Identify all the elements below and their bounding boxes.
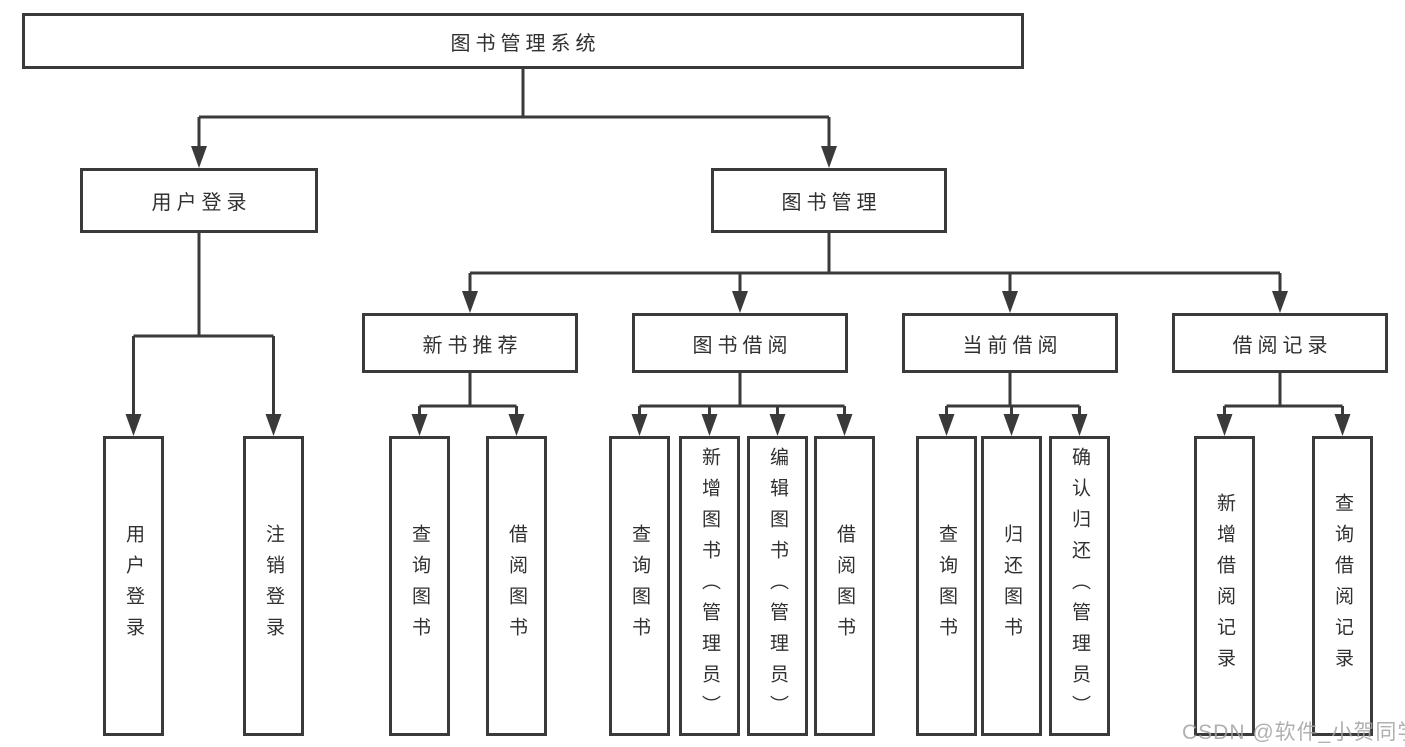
leaf-logout-login-label: 注销登录 <box>263 524 284 648</box>
node-root-label: 图书管理系统 <box>450 32 601 55</box>
leaf-records-query-record-label: 查询借阅记录 <box>1332 493 1353 679</box>
node-book-borrowing-label: 图书借阅 <box>692 334 793 357</box>
connector-records-to-leaves <box>1223 373 1344 418</box>
node-book-borrowing: 图书借阅 <box>632 313 848 373</box>
watermark: CSDN @软件_小贺同学 <box>1182 721 1405 744</box>
leaf-records-add-record-label: 新增借阅记录 <box>1214 493 1235 679</box>
leaf-current-confirm-return-admin-label: 确认归还（管理员） <box>1069 446 1090 726</box>
node-user-login: 用户登录 <box>80 168 318 233</box>
connector-current-to-leaves <box>945 373 1081 418</box>
node-book-management: 图书管理 <box>711 168 947 233</box>
leaf-recommend-query-books-label: 查询图书 <box>409 524 430 648</box>
leaf-borrowing-edit-books-admin: 编辑图书（管理员） <box>747 436 808 736</box>
leaf-current-query-books: 查询图书 <box>916 436 977 736</box>
leaf-current-confirm-return-admin: 确认归还（管理员） <box>1049 436 1110 736</box>
leaf-user-login-label: 用户登录 <box>123 524 144 648</box>
leaf-borrowing-borrow-books-label: 借阅图书 <box>834 524 855 648</box>
node-user-login-label: 用户登录 <box>151 192 252 214</box>
node-current-borrowing-label: 当前借阅 <box>962 334 1063 357</box>
leaf-current-query-books-label: 查询图书 <box>936 524 957 648</box>
node-borrowing-records: 借阅记录 <box>1172 313 1388 373</box>
leaf-borrowing-query-books-label: 查询图书 <box>629 524 650 648</box>
leaf-borrowing-add-books-admin: 新增图书（管理员） <box>679 436 740 736</box>
connector-root-to-level2 <box>197 69 831 150</box>
node-new-book-recommend: 新书推荐 <box>362 313 578 373</box>
node-book-management-label: 图书管理 <box>781 192 882 214</box>
leaf-current-return-books: 归还图书 <box>981 436 1042 736</box>
node-new-book-recommend-label: 新书推荐 <box>422 334 523 357</box>
node-borrowing-records-label: 借阅记录 <box>1232 334 1333 357</box>
leaf-borrowing-add-books-admin-label: 新增图书（管理员） <box>699 446 720 726</box>
connector-userlogin-to-leaves <box>132 233 275 418</box>
leaf-borrowing-query-books: 查询图书 <box>609 436 670 736</box>
leaf-borrowing-edit-books-admin-label: 编辑图书（管理员） <box>767 446 788 726</box>
leaf-borrowing-borrow-books: 借阅图书 <box>814 436 875 736</box>
leaf-records-query-record: 查询借阅记录 <box>1312 436 1373 736</box>
leaf-logout-login: 注销登录 <box>243 436 304 736</box>
leaf-recommend-query-books: 查询图书 <box>389 436 450 736</box>
connector-bookmgmt-to-level3 <box>468 233 1282 295</box>
leaf-recommend-borrow-books: 借阅图书 <box>486 436 547 736</box>
node-current-borrowing: 当前借阅 <box>902 313 1118 373</box>
connector-borrowing-to-leaves <box>638 373 846 418</box>
leaf-records-add-record: 新增借阅记录 <box>1194 436 1255 736</box>
node-root: 图书管理系统 <box>22 13 1024 69</box>
leaf-recommend-borrow-books-label: 借阅图书 <box>506 524 527 648</box>
connector-recommend-to-leaves <box>418 373 518 418</box>
leaf-user-login: 用户登录 <box>103 436 164 736</box>
leaf-current-return-books-label: 归还图书 <box>1001 524 1022 648</box>
